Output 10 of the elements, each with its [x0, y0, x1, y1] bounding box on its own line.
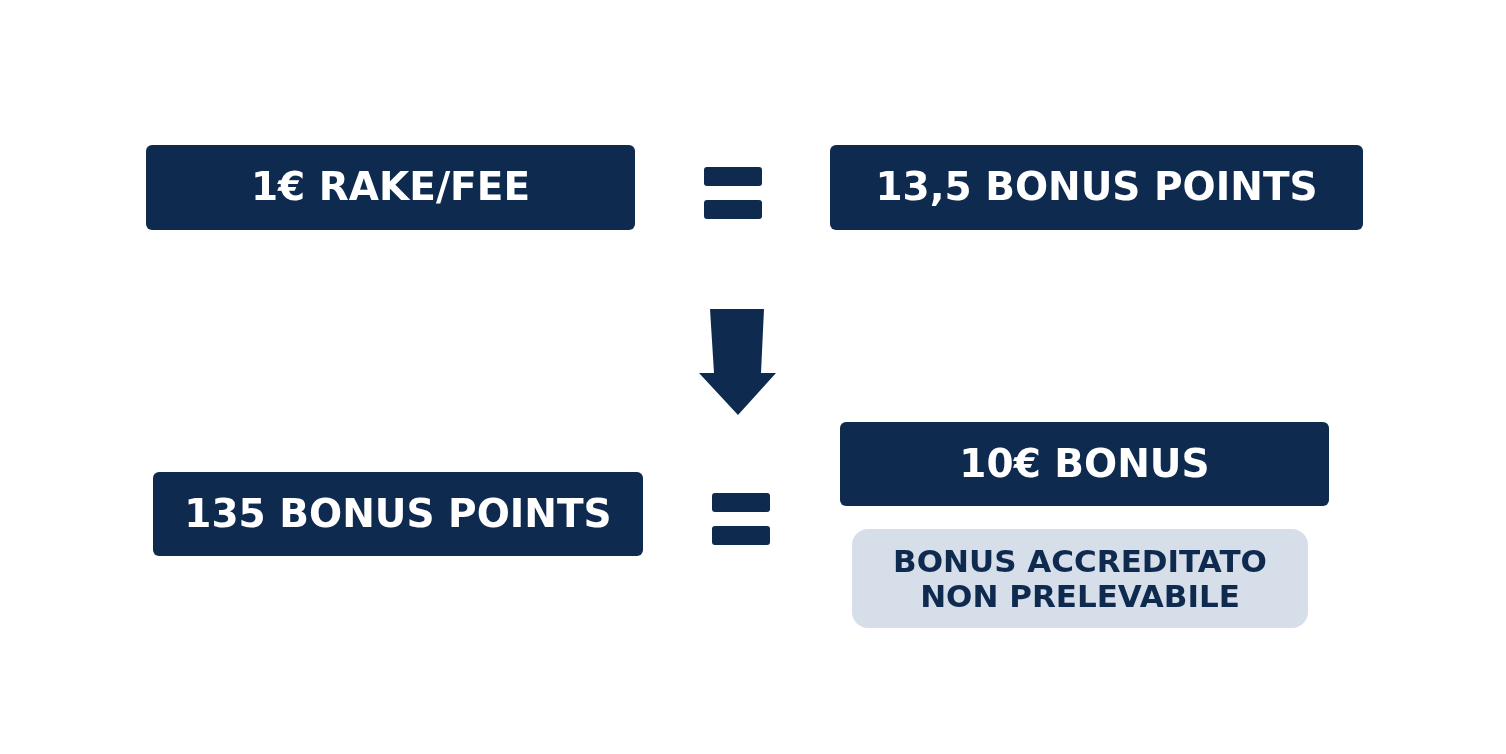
box-text: 135 BONUS POINTS	[184, 492, 612, 536]
box-text: BONUS ACCREDITATO NON PRELEVABILE	[892, 544, 1268, 613]
value-box	[153, 472, 643, 556]
box-text: 13,5 BONUS POINTS	[875, 166, 1318, 209]
value-box	[830, 145, 1363, 230]
note-box	[852, 529, 1308, 628]
box-text: 10€ BONUS	[959, 442, 1210, 486]
value-box	[840, 422, 1329, 506]
box-text: 1€ RAKE/FEE	[250, 166, 531, 209]
value-box	[146, 145, 635, 230]
